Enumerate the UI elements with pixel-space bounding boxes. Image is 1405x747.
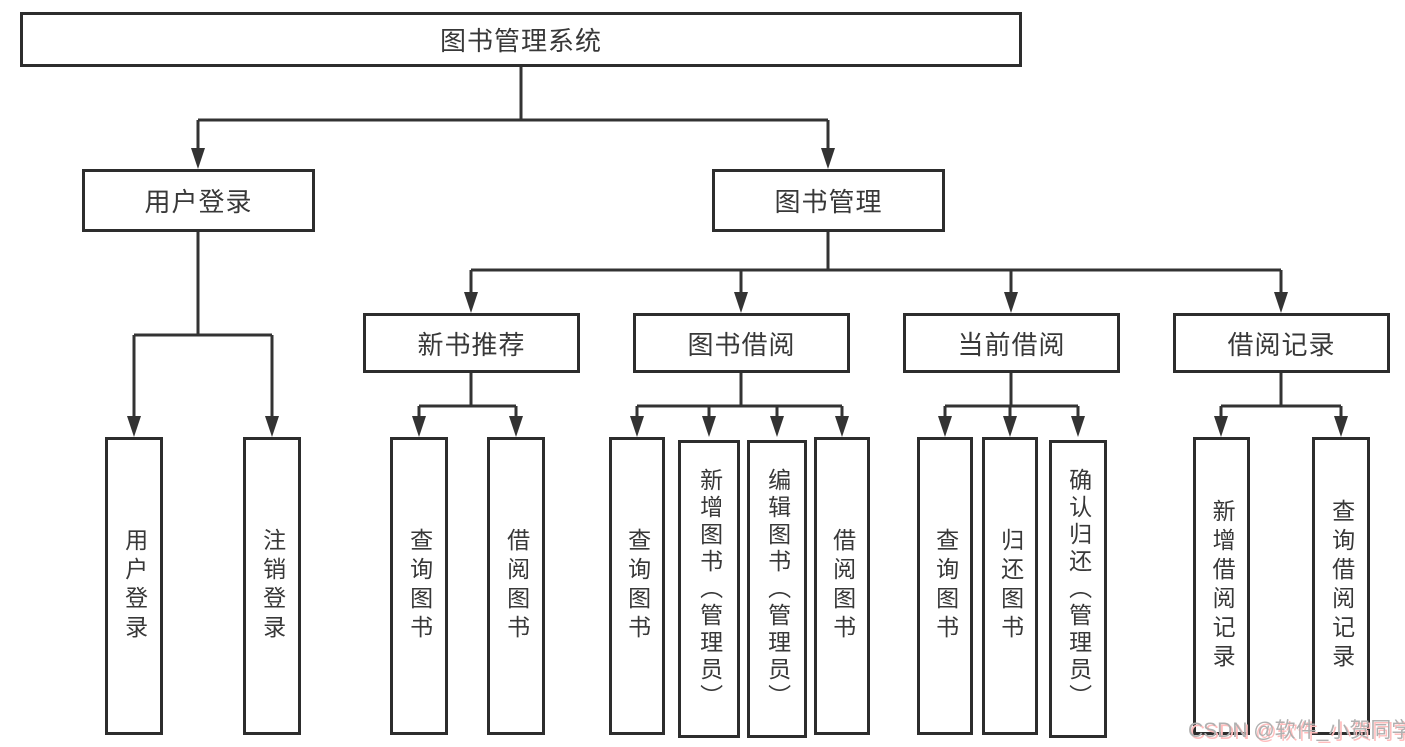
- leaf-borrow-add-books: 新增图书（管理员）: [678, 440, 740, 738]
- branch-book-borrow: [630, 373, 849, 437]
- leaf-borrow-borrow-books: 借阅图书: [814, 437, 870, 735]
- node-book-mgmt: 图书管理: [712, 169, 945, 232]
- node-borrow-records: 借阅记录: [1173, 313, 1390, 373]
- leaf-records-query-record: 查询借阅记录: [1312, 437, 1370, 735]
- branch-new-book-rec: [412, 373, 523, 437]
- leaf-user-login-label: 用户登录: [121, 528, 148, 644]
- node-book-borrow: 图书借阅: [633, 313, 850, 373]
- leaf-borrow-add-books-label: 新增图书（管理员）: [696, 467, 723, 711]
- node-root: 图书管理系统: [20, 12, 1022, 67]
- leaf-borrow-query-books-label: 查询图书: [624, 528, 651, 644]
- branch-borrow-records: [1214, 373, 1348, 437]
- leaf-user-login: 用户登录: [105, 437, 163, 735]
- leaf-borrow-query-books: 查询图书: [609, 437, 665, 735]
- leaf-rec-query-books-label: 查询图书: [406, 528, 433, 644]
- leaf-records-add-record-label: 新增借阅记录: [1209, 499, 1236, 673]
- leaf-rec-borrow-books-label: 借阅图书: [503, 528, 530, 644]
- branch-user-login: [127, 232, 279, 437]
- node-new-book-rec: 新书推荐: [363, 313, 580, 373]
- leaf-current-return-books: 归还图书: [982, 437, 1038, 735]
- branch-root: [191, 67, 835, 169]
- leaf-records-add-record: 新增借阅记录: [1193, 437, 1250, 735]
- leaf-rec-borrow-books: 借阅图书: [487, 437, 545, 735]
- leaf-borrow-borrow-books-label: 借阅图书: [829, 528, 856, 644]
- leaf-current-return-books-label: 归还图书: [997, 528, 1024, 644]
- leaf-current-query-books-label: 查询图书: [932, 528, 959, 644]
- csdn-watermark: CSDN @软件_小贺同学: [1188, 719, 1405, 742]
- branch-current-borrow: [938, 373, 1085, 437]
- node-user-login: 用户登录: [82, 169, 315, 232]
- leaf-logout: 注销登录: [243, 437, 301, 735]
- leaf-current-query-books: 查询图书: [917, 437, 973, 735]
- node-current-borrow: 当前借阅: [903, 313, 1120, 373]
- leaf-logout-label: 注销登录: [259, 528, 286, 644]
- leaf-borrow-edit-books-label: 编辑图书（管理员）: [764, 467, 791, 711]
- leaf-current-confirm-return: 确认归还（管理员）: [1049, 440, 1107, 738]
- leaf-current-confirm-return-label: 确认归还（管理员）: [1065, 467, 1092, 711]
- leaf-borrow-edit-books: 编辑图书（管理员）: [747, 440, 807, 738]
- leaf-rec-query-books: 查询图书: [390, 437, 448, 735]
- branch-book-mgmt: [464, 232, 1288, 313]
- leaf-records-query-record-label: 查询借阅记录: [1328, 499, 1355, 673]
